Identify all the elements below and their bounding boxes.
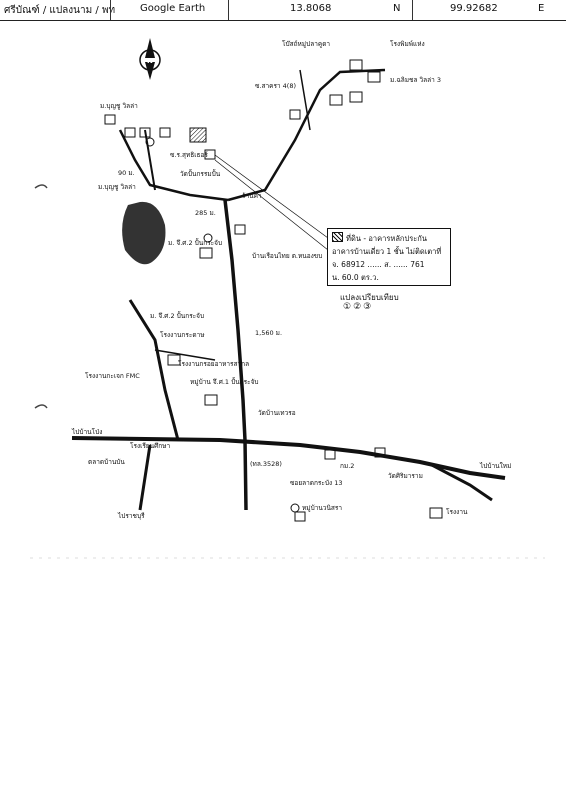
building-icon (167, 354, 181, 366)
left-soi (154, 349, 216, 361)
label-village-f: หมู่บ้าน จึ.ศ.1 ปั้นกระจับ (190, 377, 259, 386)
building-icon (349, 91, 363, 103)
label-factory-fmc: โรงงานกะเจก FMC (85, 372, 140, 380)
header-divider (228, 0, 229, 20)
deed-number: 68912 (341, 260, 366, 269)
label-factory-c: โรงงาน (446, 508, 468, 516)
deed-prefix: จ. (332, 260, 339, 269)
label-to-left: ไปบ้านโป่ง (71, 428, 102, 436)
building-icon (289, 109, 301, 120)
legend-area-row: น. 60.0 ตร.ว. (332, 271, 446, 284)
building-icon (329, 94, 343, 106)
bottom-left-road (138, 444, 152, 511)
label-to-bottom: ไปราชบุรี (117, 512, 145, 520)
header-divider (110, 0, 111, 20)
label-temple-b: วัดปั้นกรรมปั้น (180, 169, 221, 178)
building-icon (367, 71, 381, 83)
building-icon (199, 247, 213, 259)
building-icon (104, 114, 116, 125)
map-header-bar: ศรีบัณฑ์ / แปลงนาม / พท Google Earth 13.… (0, 0, 566, 21)
north-arrow-icon: N (139, 38, 161, 80)
label-dist-90: 90 ม. (118, 169, 135, 177)
lower-left-road (128, 299, 180, 441)
label-market: ตลาดบ้านบัน (88, 458, 125, 466)
label-village-d: ม. จึ.ศ.2 ปั้นกระจับ (168, 238, 222, 247)
highway-branch (429, 462, 493, 502)
label-soi-right: โรงพิมพ์แห่ง (390, 40, 425, 48)
label-to-right: ไปบ้านใหม่ (479, 462, 511, 470)
label-factory-b: โรงงานกรอยอาหารสากล (178, 360, 249, 368)
label-dist-285: 285 ม. (195, 209, 216, 217)
upper-left-road (118, 129, 229, 202)
label-soi-13: ซอยลาดกระบัง 13 (290, 479, 343, 487)
comparison-title: แปลงเปรียบเทียบ (340, 293, 399, 302)
label-school: โรงเรียนศึกษา (130, 442, 170, 450)
building-icon (429, 507, 443, 519)
label-village-a: ม.บุญชู วิลล่า (100, 102, 138, 110)
area-prefix: น. (332, 273, 340, 282)
header-source: Google Earth (140, 3, 206, 14)
label-road-3528: (ทล.3528) (250, 460, 282, 468)
label-road-a: ซ.ร.สุทธิเธอร์ (170, 151, 208, 159)
comparison-markers-legend: ①②③ (343, 302, 374, 312)
header-lon-hemisphere: E (538, 3, 545, 14)
building-icon (204, 149, 216, 160)
label-km2: กม.2 (340, 462, 354, 470)
label-factory-a: โรงงานกระดาษ (160, 331, 205, 339)
label-shop-a: ร้านค้า (242, 192, 262, 200)
comparison-marker (145, 137, 300, 513)
label-soi-a: ซ.สาครา 4(8) (255, 82, 296, 90)
header-lat-hemisphere: N (393, 3, 401, 14)
label-house-a: บ้านเรือนไทย ต.หนองขบ (252, 252, 322, 260)
legend-deed-row: จ. 68912 ...... ส. ...... 761 (332, 258, 446, 271)
parcel-prefix: ส. (384, 260, 392, 269)
leader-line (214, 159, 329, 251)
label-dist-1560: 1,560 ม. (255, 329, 282, 337)
scan-mark (34, 404, 48, 409)
building-icon (374, 447, 386, 458)
header-longitude: 99.92682 (450, 3, 498, 14)
subject-property-icon (189, 127, 207, 143)
legend-building-type: อาคารบ้านเดี่ยว 1 ชั้น ไม่ติดเตาที่ (332, 247, 442, 256)
building-icon (234, 224, 246, 235)
header-latitude: 13.8068 (290, 3, 332, 14)
dotted-leader: ...... (393, 260, 408, 269)
map-legend-box: ที่ดิน - อาคารหลักประกัน อาคารบ้านเดี่ยว… (327, 228, 451, 286)
header-divider (412, 0, 413, 20)
legend-title: ที่ดิน - อาคารหลักประกัน (346, 234, 427, 243)
dotted-leader: ...... (367, 260, 382, 269)
label-temple-c: วัดบ้านเทวรอ (258, 409, 296, 417)
northeast-road (227, 68, 386, 202)
leader-line (214, 154, 329, 239)
parcel-number: 761 (410, 260, 425, 269)
area-value: 60.0 ตร.ว. (341, 273, 379, 282)
label-village-g: หมู่บ้านวนิสรา (302, 504, 342, 512)
label-village-b: ม.ฉลิมชล วิลล่า 3 (390, 76, 441, 84)
building-icon (324, 449, 336, 460)
scan-mark (34, 184, 48, 189)
temple-landmark-icon (122, 201, 166, 265)
header-location: ศรีบัณฑ์ / แปลงนาม / พท (4, 5, 116, 16)
building-icon (294, 511, 306, 522)
label-village-c: ม.บุญชู วิลล่า (98, 183, 136, 191)
label-village-e: ม. จึ.ศ.2 ปั้นกระจับ (150, 311, 204, 320)
building-icon (139, 127, 151, 138)
building-icon (349, 59, 363, 71)
main-highway (71, 436, 506, 480)
label-temple-d: วัดศิริมาราม (388, 472, 423, 480)
northeast-soi (299, 69, 311, 131)
building-icon (159, 127, 171, 138)
building-icon (124, 127, 136, 138)
compass-letter: N (147, 57, 153, 65)
building-icon (204, 394, 218, 406)
hatch-swatch-icon (332, 232, 343, 242)
label-temple-top: โบ๊สถ์หมู่ปลาคูดา (282, 40, 330, 48)
main-access-road (223, 199, 248, 511)
legend-title-row: ที่ดิน - อาคารหลักประกัน (332, 232, 446, 245)
